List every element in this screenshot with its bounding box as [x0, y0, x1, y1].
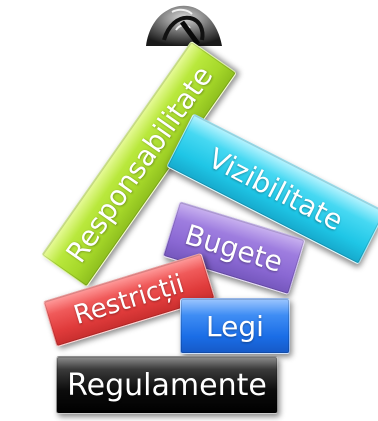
legi-label: Legi	[206, 309, 264, 343]
legi-block: Legi	[180, 298, 290, 354]
regulamente-block: Regulamente	[56, 356, 278, 414]
regulamente-label: Regulamente	[67, 367, 267, 403]
hand-sketch-icon	[146, 5, 222, 46]
